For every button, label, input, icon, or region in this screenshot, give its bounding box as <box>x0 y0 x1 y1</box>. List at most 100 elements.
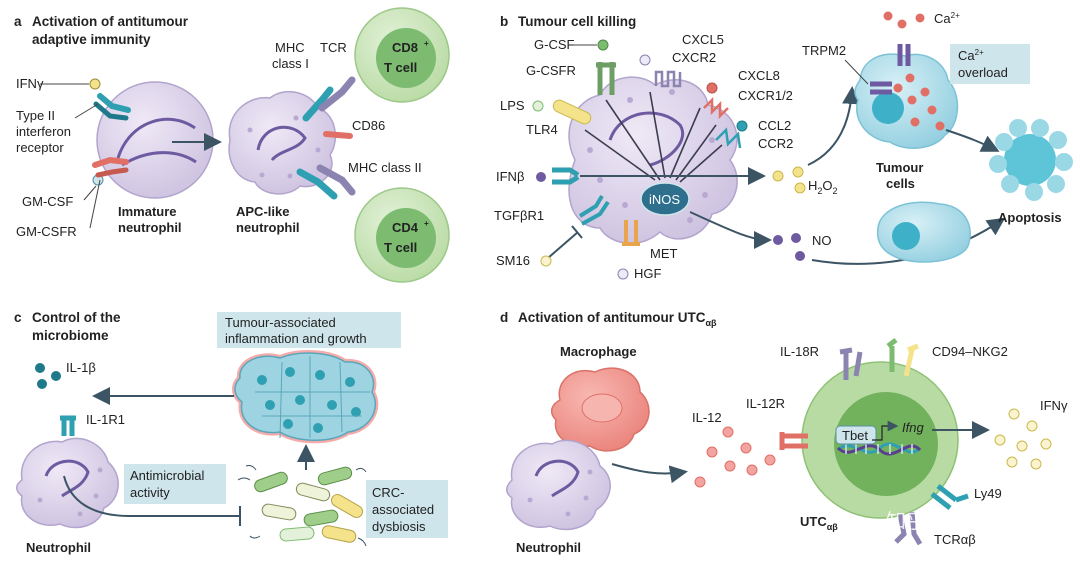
ca-label: Ca2+ <box>934 11 960 26</box>
arrow-cells-to-il12 <box>611 463 688 484</box>
panel-a: a Activation of antitumour adaptive immu… <box>14 7 450 283</box>
receptor-label-line2: interferon <box>16 124 71 139</box>
neutrophil-c-label: Neutrophil <box>26 540 91 555</box>
cxcr12-label: CXCR1/2 <box>738 88 793 103</box>
panel-b-title: Tumour cell killing <box>518 14 636 29</box>
arrow-inos-to-no <box>689 211 772 249</box>
cd94-receptor-a <box>886 338 898 372</box>
apoptosis-label: Apoptosis <box>998 210 1062 225</box>
antimicrobial-label-line2: activity <box>130 485 170 500</box>
cd94-receptor-b <box>903 343 919 377</box>
sm16-molecule <box>540 255 552 267</box>
panel-c-letter: c <box>14 310 22 325</box>
tlr4-label: TLR4 <box>526 122 558 137</box>
tumour-cluster <box>232 350 379 444</box>
cd4-label-sup: + <box>424 219 429 228</box>
il1r1-label: IL-1R1 <box>86 412 125 427</box>
cd4-label-line1: CD4 <box>392 220 419 235</box>
type-ii-ifn-receptor <box>93 93 131 121</box>
tcrab-receptor <box>894 511 923 546</box>
ifng-gene-arrow <box>872 420 899 441</box>
dysbiosis-box <box>366 480 448 538</box>
mhc-class-i <box>302 86 334 122</box>
panel-c-title-line2: microbiome <box>32 328 109 343</box>
cd8-t-cell: CD8 + T cell <box>354 7 450 103</box>
inflam-label-line2: inflammation and growth <box>225 331 367 346</box>
cd4-t-cell: CD4 + T cell <box>354 187 450 283</box>
panel-a-letter: a <box>14 14 22 29</box>
met-label: MET <box>650 246 678 261</box>
ccl2-ligand <box>736 120 748 132</box>
cd8-label-sup: + <box>424 39 429 48</box>
panel-c: c Control of the microbiome Tumour-assoc… <box>14 310 448 555</box>
tumour-cell-bottom <box>876 201 971 263</box>
crc-label-line3: dysbiosis <box>372 519 426 534</box>
cd86-label: CD86 <box>352 118 385 133</box>
mhc-class-ii <box>296 164 356 200</box>
cd8-label-line1: CD8 <box>392 40 418 55</box>
tlr4-receptor <box>552 99 592 125</box>
cxcl8-label: CXCL8 <box>738 68 780 83</box>
gcsfr-label: G-CSFR <box>526 63 576 78</box>
il18r-receptor <box>839 347 863 380</box>
cd8-label-line2: T cell <box>384 60 417 75</box>
immature-label-line2: neutrophil <box>118 220 182 235</box>
calcium-ions <box>883 11 925 29</box>
arrow-h2o2-to-tumour <box>807 86 861 166</box>
ccr2-label: CCR2 <box>758 136 793 151</box>
gmcsfr-receptor <box>92 156 129 178</box>
receptor-label-line3: receptor <box>16 140 64 155</box>
il12r-receptor <box>779 432 808 450</box>
gcsfr-receptor <box>596 62 616 95</box>
inflam-label-line1: Tumour-associated <box>225 315 336 330</box>
sm16-inhibition <box>547 231 579 259</box>
il12r-label: IL-12R <box>746 396 785 411</box>
crc-label-line1: CRC- <box>372 485 405 500</box>
gcsf-ligand <box>597 39 609 51</box>
tbet-label: Tbet <box>842 428 868 443</box>
panel-b: b Tumour cell killing iNOS G-CSF G-CSFR <box>494 11 1073 281</box>
tumour-cell-top <box>854 53 959 149</box>
ly49-label: Ly49 <box>974 486 1002 501</box>
panel-a-title-line2: adaptive immunity <box>32 32 151 47</box>
panel-d-title: Activation of antitumour UTCαβ <box>518 310 717 328</box>
watermark: 知乎 @酸菜 <box>886 509 992 533</box>
ccl2-label: CCL2 <box>758 118 791 133</box>
il1r1-receptor <box>60 415 76 436</box>
mhc2-label: MHC class II <box>348 160 422 175</box>
cxcr2-label: CXCR2 <box>672 50 716 65</box>
h2o2-molecules <box>772 166 806 194</box>
cxcr12-receptor <box>703 96 729 120</box>
ly49-receptor <box>930 484 969 510</box>
arrow-tumour-to-apoptosis <box>945 129 1000 152</box>
ifnb-label: IFNβ <box>496 169 524 184</box>
cxcl5-label: CXCL5 <box>682 32 724 47</box>
ifng-molecules <box>994 408 1052 470</box>
panel-d-letter: d <box>500 310 508 325</box>
il12-molecules <box>694 426 776 488</box>
gmcsf-label: GM-CSF <box>22 194 73 209</box>
cd86-receptor <box>323 131 353 139</box>
lps-label: LPS <box>500 98 525 113</box>
sm16-inhibition-bar <box>571 225 583 239</box>
activated-neutrophil <box>568 76 738 245</box>
panel-b-letter: b <box>500 14 508 29</box>
il1b-molecules <box>35 363 61 389</box>
il18r-label: IL-18R <box>780 344 819 359</box>
inos-label: iNOS <box>649 192 680 207</box>
receptor-leader <box>74 103 99 119</box>
tbet-factor <box>835 425 877 445</box>
tcr-cd8 <box>318 76 356 112</box>
hgf-ligand <box>617 268 629 280</box>
no-label: NO <box>812 233 832 248</box>
mhc1-label-line2: class I <box>272 56 309 71</box>
gcsf-label: G-CSF <box>534 37 575 52</box>
apc-label-line1: APC-like <box>236 204 289 219</box>
trpm2-channel-top <box>897 44 911 66</box>
ifnb-ligand <box>536 172 546 182</box>
gmcsfr-label: GM-CSFR <box>16 224 77 239</box>
lps-ligand <box>532 100 544 112</box>
macrophage <box>550 367 650 452</box>
bacteria-cluster <box>237 465 375 547</box>
